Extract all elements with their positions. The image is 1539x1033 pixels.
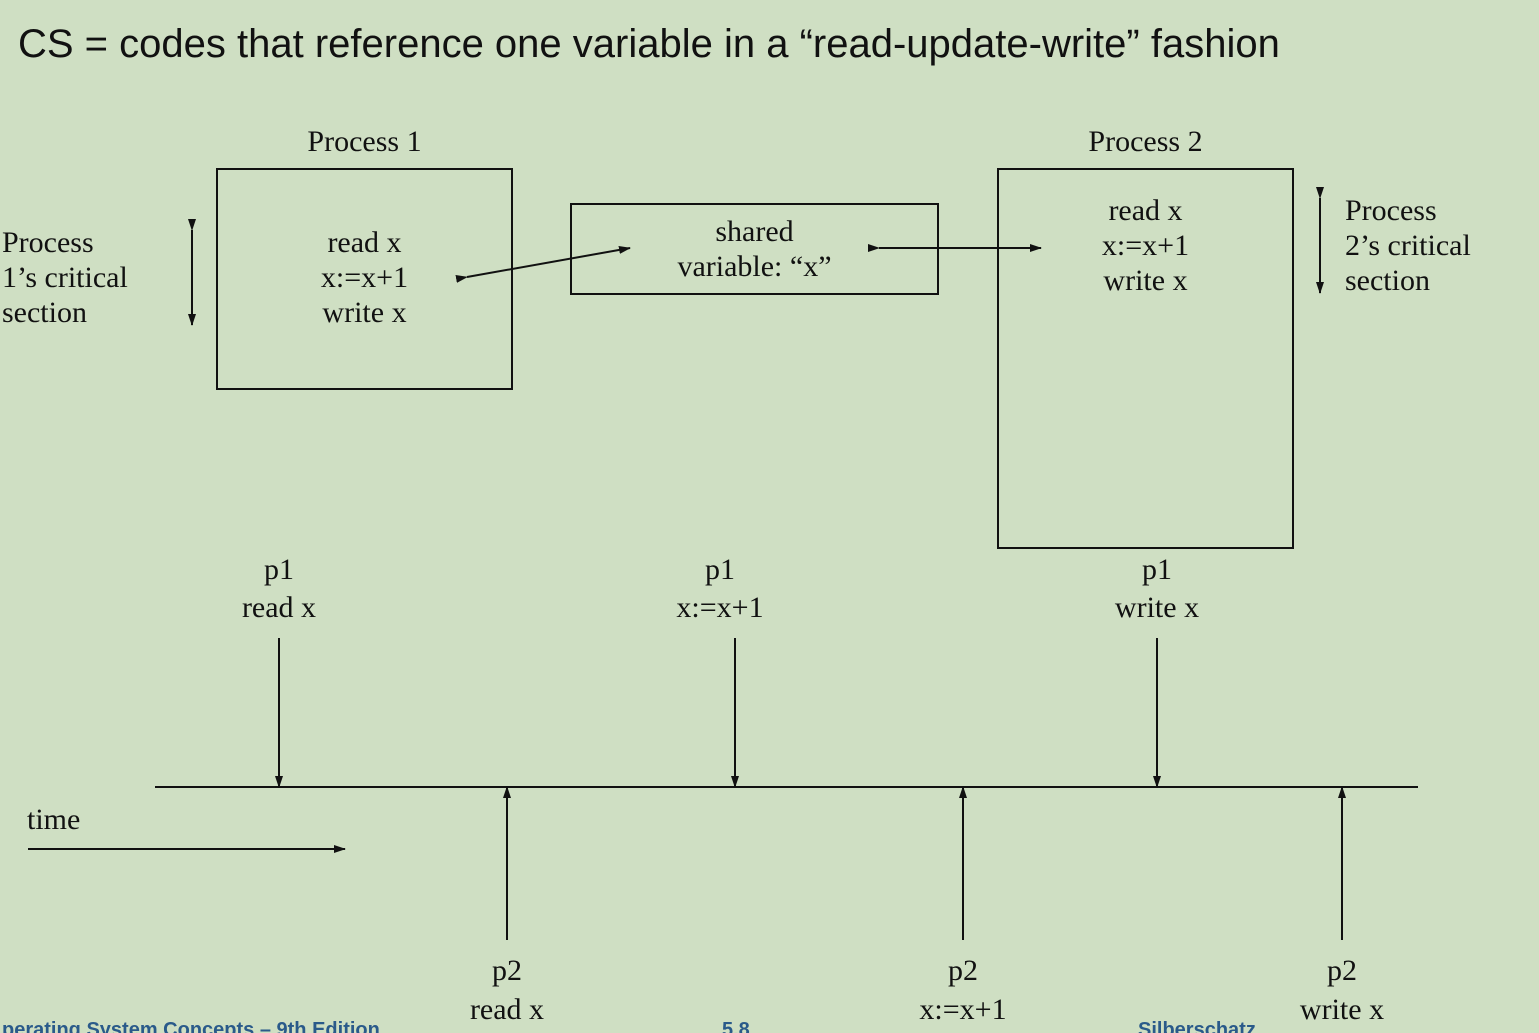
- process1-critical-label: Process: [2, 226, 94, 259]
- process2-critical-label: section: [1345, 264, 1430, 297]
- footer-left: perating System Concepts – 9th Edition: [2, 1019, 380, 1033]
- footer-right: Silberschatz: [1138, 1019, 1256, 1033]
- process1-code-line: write x: [322, 296, 407, 329]
- page-title: CS = codes that reference one variable i…: [18, 22, 1280, 66]
- p1-event-op: x:=x+1: [676, 591, 764, 624]
- process2-code-line: read x: [1108, 194, 1183, 227]
- process1-critical-label: section: [2, 296, 87, 329]
- p2-event-op: write x: [1299, 993, 1385, 1026]
- process1-code-line: read x: [327, 226, 402, 259]
- p2-event-op: read x: [469, 993, 545, 1026]
- footer-center: 5.8: [722, 1019, 750, 1033]
- process1-critical-label: 1’s critical: [2, 261, 128, 294]
- process2-critical-label: Process: [1345, 194, 1437, 227]
- p1-event-op: read x: [241, 591, 317, 624]
- shared-variable-label: shared: [715, 215, 794, 248]
- process2-box: [997, 168, 1294, 549]
- process2-code-line: x:=x+1: [1101, 229, 1190, 262]
- time-axis-label: time: [27, 803, 81, 836]
- shared-variable-label: variable: “x”: [677, 250, 832, 283]
- p1-event-op: write x: [1114, 591, 1200, 624]
- process1-shared-arrow: [455, 245, 631, 283]
- process2-code-line: write x: [1103, 264, 1188, 297]
- p1-event-proc: p1: [264, 553, 294, 586]
- process1-code-line: x:=x+1: [320, 261, 409, 294]
- p2-event-proc: p2: [948, 954, 978, 987]
- p1-event-proc: p1: [1142, 553, 1172, 586]
- p2-event-proc: p2: [492, 954, 522, 987]
- p1-event-proc: p1: [705, 553, 735, 586]
- process1-title: Process 1: [307, 125, 422, 158]
- p2-event-proc: p2: [1327, 954, 1357, 987]
- process2-title: Process 2: [1088, 125, 1203, 158]
- process2-critical-label: 2’s critical: [1345, 229, 1471, 262]
- p2-event-op: x:=x+1: [919, 993, 1007, 1026]
